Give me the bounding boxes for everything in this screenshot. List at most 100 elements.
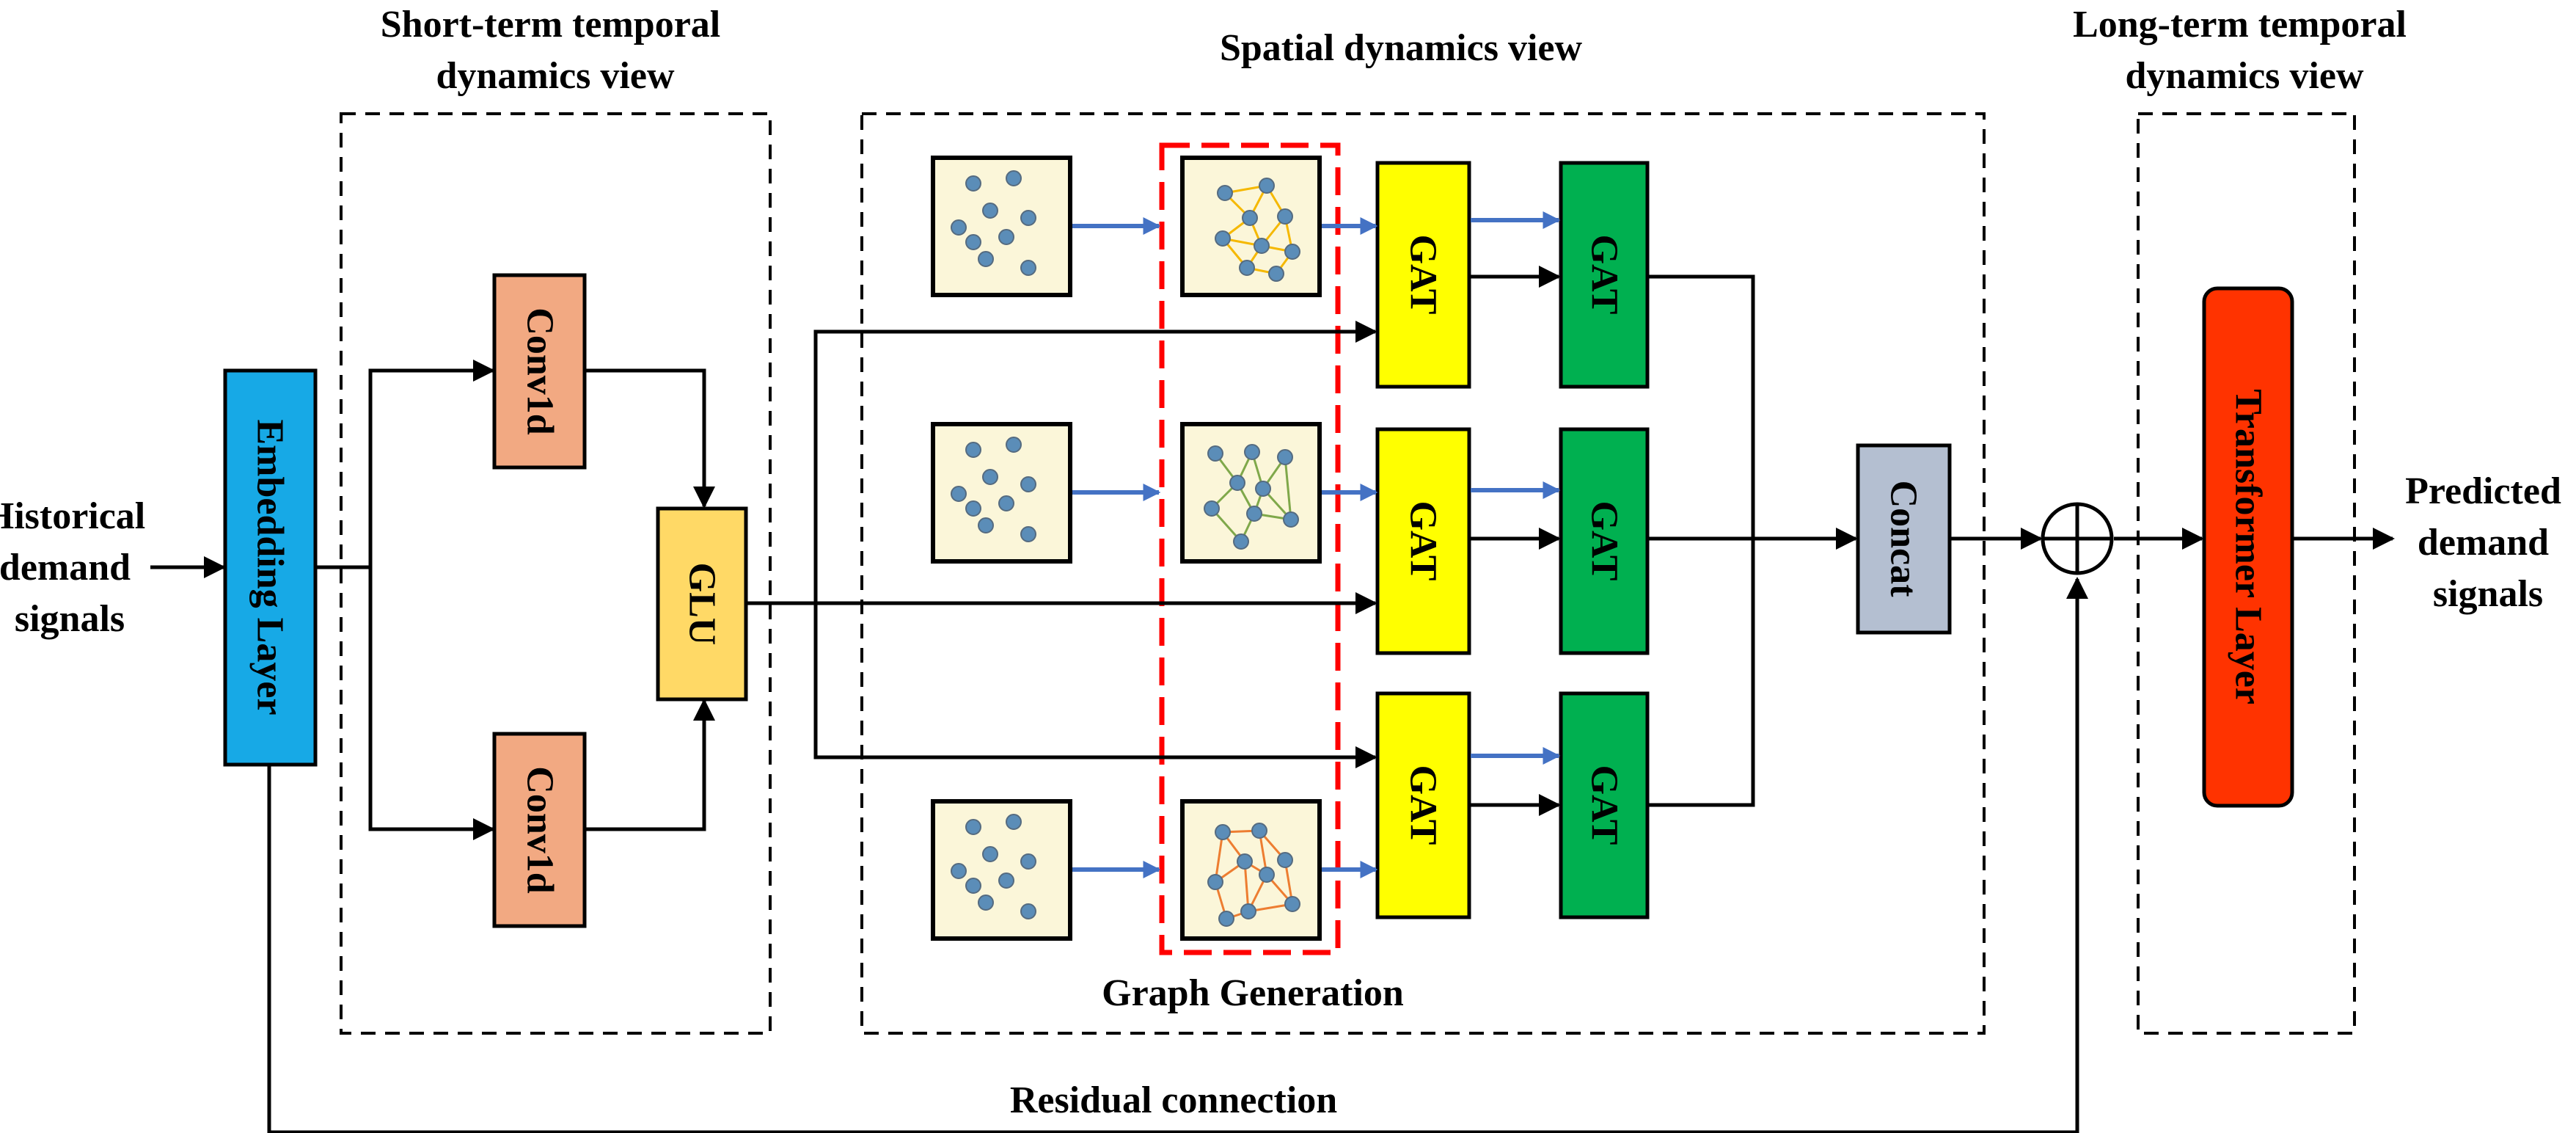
long-term-view-title: Long-term temporal dynamics view — [2073, 4, 2416, 97]
concat-block: Concat — [1856, 443, 1952, 635]
transformer-block: Transformer Layer — [2202, 286, 2294, 808]
graph-node — [965, 878, 981, 894]
short-term-view-title: Short-term temporal dynamics view — [381, 4, 731, 97]
graph-node — [1277, 449, 1293, 465]
gat-label: GAT — [1402, 501, 1444, 581]
graph-edge — [1214, 831, 1224, 883]
input-label: Historical demand signals — [0, 495, 155, 640]
graph-node — [1268, 266, 1284, 282]
embedding-split-line — [315, 360, 495, 569]
graph-node — [978, 517, 994, 533]
graph-node — [1284, 244, 1300, 260]
gat-second-middle: GAT — [1559, 427, 1650, 655]
graph-node — [965, 234, 981, 250]
gat-first-bottom: GAT — [1375, 691, 1471, 919]
residual-connection-line — [267, 577, 2088, 1133]
graph-node — [1233, 533, 1249, 550]
graph-node — [982, 203, 998, 219]
sum-operator — [2041, 502, 2114, 575]
graph-node — [978, 895, 994, 911]
conv-bottom-block: Conv1d — [492, 732, 587, 928]
generated-graph-panel — [1180, 156, 1322, 297]
graph-node — [1204, 500, 1220, 517]
graph-node — [1277, 208, 1293, 225]
graph-node — [1251, 823, 1267, 839]
spatial-view-title: Spatial dynamics view — [1220, 27, 1582, 69]
gat-label: GAT — [1402, 765, 1444, 845]
spatial-view-frame — [860, 112, 1986, 1035]
graph-generation-label: Graph Generation — [1102, 972, 1404, 1014]
graph-node — [982, 469, 998, 485]
graph-node — [1020, 210, 1036, 226]
graph-node — [965, 442, 981, 458]
graph-node — [1006, 437, 1022, 453]
gat-top-to-concat-line — [1647, 274, 1755, 539]
graph-node — [1240, 903, 1256, 919]
graph-node — [1020, 526, 1036, 542]
concat-label: Concat — [1883, 481, 1925, 598]
node-scatter-panel — [931, 422, 1072, 564]
glu-block: GLU — [656, 506, 748, 702]
transformer-label: Transformer Layer — [2228, 389, 2269, 704]
graph-node — [965, 175, 981, 192]
glu-to-gat-branch-line — [813, 321, 1377, 603]
graph-node — [1237, 853, 1253, 870]
embedding-to-conv-bottom-line — [368, 567, 495, 840]
generated-graph-panel — [1180, 422, 1322, 564]
glu-to-gat-bottom-line — [813, 603, 1377, 768]
graph-node — [978, 251, 994, 267]
conv-bottom-label: Conv1d — [519, 766, 561, 893]
graph-node — [1277, 852, 1293, 868]
graph-node — [1255, 481, 1271, 497]
conv-top-label: Conv1d — [519, 307, 561, 434]
graph-node — [1207, 445, 1223, 462]
graph-node — [1207, 874, 1223, 890]
output-label: Predicted demand signals — [2405, 470, 2571, 615]
graph-edge — [1243, 861, 1250, 912]
glu-label: GLU — [681, 563, 723, 646]
graph-node — [1006, 814, 1022, 830]
gat-second-top: GAT — [1559, 161, 1650, 389]
graph-node — [982, 846, 998, 862]
graph-node — [951, 219, 967, 236]
graph-node — [1259, 867, 1275, 883]
graph-node — [998, 872, 1014, 889]
generated-graph-panel — [1180, 799, 1322, 941]
conv-top-block: Conv1d — [492, 273, 587, 470]
graph-node — [1006, 170, 1022, 186]
long-term-view-frame — [2137, 112, 2356, 1035]
graph-node — [1254, 238, 1270, 254]
connections — [150, 266, 2395, 1133]
conv-top-to-glu-line — [585, 368, 715, 509]
graph-node — [951, 863, 967, 879]
gat-second-bottom: GAT — [1559, 691, 1650, 919]
gat-label: GAT — [1584, 501, 1625, 581]
graph-node — [1020, 260, 1036, 276]
graph-node — [998, 495, 1014, 511]
graph-node — [1283, 511, 1299, 528]
graph-node — [998, 229, 1014, 245]
gat-label: GAT — [1584, 235, 1625, 315]
graph-node — [965, 819, 981, 835]
graph-node — [1218, 911, 1234, 927]
conv-bottom-to-glu-line — [585, 699, 715, 831]
graph-node — [1239, 260, 1255, 276]
graph-node — [1215, 824, 1231, 840]
short-term-view-frame — [340, 112, 772, 1035]
node-scatter-panel — [931, 156, 1072, 297]
gat-first-middle: GAT — [1375, 427, 1471, 655]
graph-node — [1020, 853, 1036, 870]
gat-label: GAT — [1584, 765, 1625, 845]
residual-label: Residual connection — [1010, 1079, 1337, 1121]
gat-label: GAT — [1402, 235, 1444, 315]
graph-node — [1020, 903, 1036, 919]
graph-edge — [1284, 456, 1292, 520]
graph-node — [1259, 178, 1275, 194]
graph-node — [1020, 476, 1036, 492]
node-scatter-panel — [931, 799, 1072, 941]
embedding-block: Embedding Layer — [223, 368, 318, 767]
graph-generation-frame — [1159, 142, 1341, 955]
graph-node — [1215, 230, 1231, 247]
graph-node — [951, 486, 967, 502]
